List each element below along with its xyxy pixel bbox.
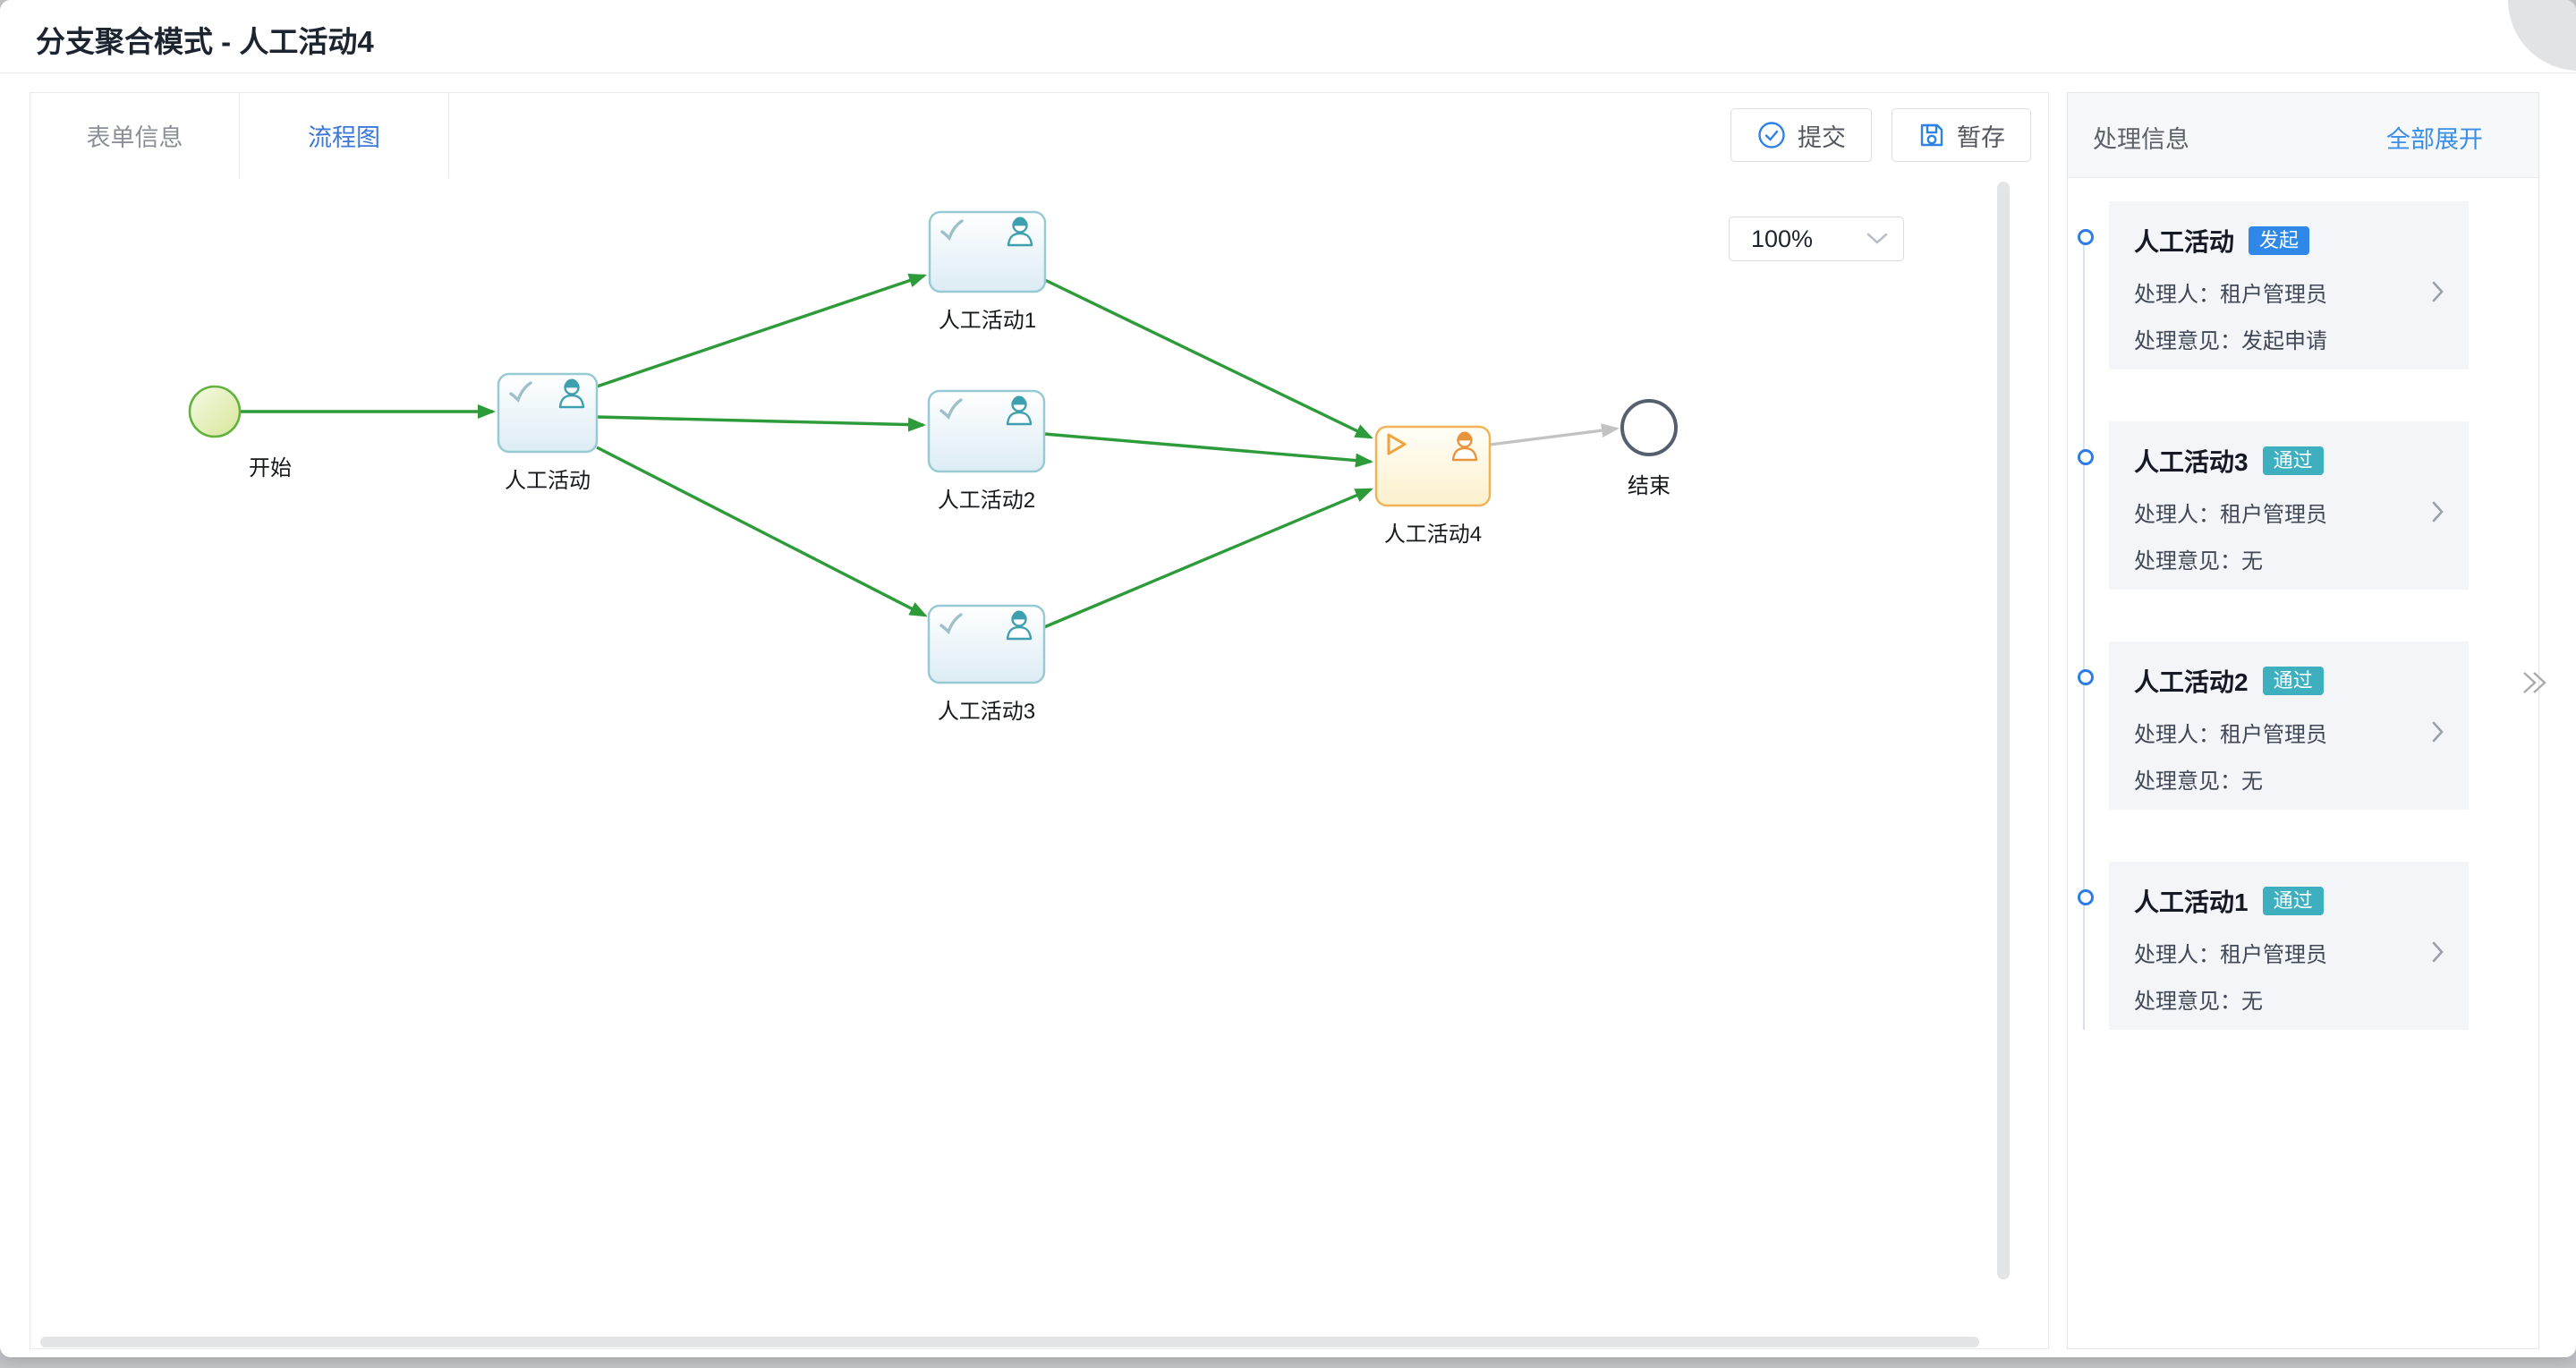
node-label-activity4: 人工活动4 <box>1383 523 1483 547</box>
node-label-end: 结束 <box>1628 474 1671 498</box>
panel-title: 处理信息 <box>2093 126 2189 153</box>
timeline-line <box>2083 239 2085 1030</box>
opinion-row: 处理意见：无 <box>2134 545 2445 574</box>
process-node-name: 人工活动1 <box>2134 888 2249 916</box>
status-badge: 通过 <box>2262 887 2324 915</box>
panel-header: 处理信息 全部展开 <box>2068 93 2538 178</box>
flow-node-activity1[interactable] <box>928 210 1047 293</box>
flow-diagram <box>188 210 1678 684</box>
node-label-activity: 人工活动 <box>505 469 591 493</box>
chevron-right-icon[interactable] <box>2431 499 2445 524</box>
process-card: 人工活动 发起 处理人：租户管理员 处理意见：发起申请 <box>2109 201 2469 370</box>
flow-section: 表单信息 流程图 提交 <box>30 92 2049 1349</box>
process-node-name: 人工活动2 <box>2134 668 2249 696</box>
save-icon <box>1920 123 1943 147</box>
flow-node-start[interactable] <box>188 385 242 438</box>
timeline-dot <box>2078 889 2094 905</box>
assignee-icon <box>1451 431 1478 462</box>
opinion-text: 处理意见：无 <box>2134 548 2263 574</box>
check-circle-icon <box>1758 122 1785 149</box>
status-badge: 通过 <box>2262 667 2324 695</box>
node-label-activity2: 人工活动2 <box>937 489 1036 513</box>
expand-all-link[interactable]: 全部展开 <box>2386 126 2483 153</box>
dialog-header: 分支聚合模式 - 人工活动4 <box>0 0 2576 73</box>
completed-check-icon <box>940 219 964 242</box>
submit-label: 提交 <box>1798 123 1846 151</box>
completed-check-icon <box>939 398 963 421</box>
handler-row: 处理人：租户管理员 <box>2134 718 2445 747</box>
chevron-down-icon <box>1866 233 1888 244</box>
assignee-icon <box>1007 217 1033 247</box>
handler-text: 处理人：租户管理员 <box>2134 942 2327 967</box>
save-draft-label: 暂存 <box>1957 123 2005 151</box>
node-label-activity1: 人工活动1 <box>938 309 1037 333</box>
flow-edge <box>596 415 926 432</box>
flow-edge <box>596 273 927 388</box>
node-label-activity3: 人工活动3 <box>937 700 1036 724</box>
status-badge: 发起 <box>2249 226 2310 255</box>
opinion-text: 处理意见：发起申请 <box>2134 328 2327 353</box>
canvas-horizontal-scrollbar[interactable] <box>40 1337 1979 1347</box>
opinion-row: 处理意见：发起申请 <box>2134 325 2445 353</box>
handler-text: 处理人：租户管理员 <box>2134 502 2327 527</box>
flow-edge <box>596 446 928 617</box>
flow-edge <box>1044 278 1373 439</box>
flow-canvas[interactable]: 开始人工活动 人工活动1 人工活动2 人工活动3 人工活动4 结束 100% <box>30 178 2048 1348</box>
handler-row: 处理人：租户管理员 <box>2134 498 2445 527</box>
tab-form-info[interactable]: 表单信息 <box>30 93 240 178</box>
chevron-right-icon[interactable] <box>2431 939 2445 964</box>
canvas-vertical-scrollbar[interactable] <box>1997 182 2010 1279</box>
process-item: 人工活动1 通过 处理人：租户管理员 处理意见：无 <box>2078 862 2538 1030</box>
opinion-text: 处理意见：无 <box>2134 769 2263 794</box>
assignee-icon <box>1006 395 1033 426</box>
opinion-row: 处理意见：无 <box>2134 765 2445 794</box>
toolbar: 提交 暂存 <box>1730 108 2031 162</box>
chevron-right-icon[interactable] <box>2431 279 2445 304</box>
handler-row: 处理人：租户管理员 <box>2134 278 2445 307</box>
handler-text: 处理人：租户管理员 <box>2134 282 2327 307</box>
tab-bar: 表单信息 流程图 提交 <box>30 93 2048 179</box>
handler-text: 处理人：租户管理员 <box>2134 722 2327 747</box>
process-item: 人工活动3 通过 处理人：租户管理员 处理意见：无 <box>2078 421 2538 590</box>
flow-node-activity[interactable] <box>497 372 599 454</box>
handler-row: 处理人：租户管理员 <box>2134 939 2445 967</box>
chevron-right-icon[interactable] <box>2431 719 2445 744</box>
process-card: 人工活动1 通过 处理人：租户管理员 处理意见：无 <box>2109 862 2469 1030</box>
save-draft-button[interactable]: 暂存 <box>1892 108 2031 162</box>
submit-button[interactable]: 提交 <box>1730 108 1872 162</box>
status-badge: 通过 <box>2262 446 2324 475</box>
completed-check-icon <box>509 381 532 404</box>
opinion-text: 处理意见：无 <box>2134 989 2263 1014</box>
node-label-start: 开始 <box>249 456 292 480</box>
process-card: 人工活动3 通过 处理人：租户管理员 处理意见：无 <box>2109 421 2469 590</box>
process-item: 人工活动2 通过 处理人：租户管理员 处理意见：无 <box>2078 642 2538 810</box>
process-card: 人工活动2 通过 处理人：租户管理员 处理意见：无 <box>2109 642 2469 810</box>
flow-edge <box>1489 423 1620 446</box>
zoom-value: 100% <box>1751 225 1814 252</box>
double-chevron-right-icon[interactable] <box>2520 667 2550 699</box>
flow-node-activity2[interactable] <box>927 389 1046 473</box>
flow-edge <box>1043 432 1373 468</box>
page-title: 分支聚合模式 - 人工活动4 <box>36 25 374 58</box>
completed-check-icon <box>939 613 963 635</box>
timeline-dot <box>2078 669 2094 685</box>
opinion-row: 处理意见：无 <box>2134 985 2445 1014</box>
zoom-select[interactable]: 100% <box>1729 217 1904 261</box>
assignee-icon <box>558 378 585 409</box>
flow-edge <box>1043 488 1373 629</box>
process-info-panel: 处理信息 全部展开 人工活动 发起 处理人：租户管理员 <box>2067 92 2539 1349</box>
flow-node-activity3[interactable] <box>927 604 1046 684</box>
process-item: 人工活动 发起 处理人：租户管理员 处理意见：发起申请 <box>2078 201 2538 370</box>
timeline-dot <box>2078 229 2094 245</box>
running-play-icon <box>1387 433 1407 455</box>
tab-flow-diagram[interactable]: 流程图 <box>240 93 449 178</box>
assignee-icon <box>1006 610 1033 641</box>
timeline-dot <box>2078 449 2094 465</box>
process-node-name: 人工活动3 <box>2134 448 2249 476</box>
process-node-name: 人工活动 <box>2134 228 2235 256</box>
process-timeline: 人工活动 发起 处理人：租户管理员 处理意见：发起申请 人工活动3 通过 <box>2068 201 2538 1030</box>
collapse-panel-button[interactable] <box>2520 667 2550 699</box>
flow-node-end[interactable] <box>1620 399 1678 456</box>
